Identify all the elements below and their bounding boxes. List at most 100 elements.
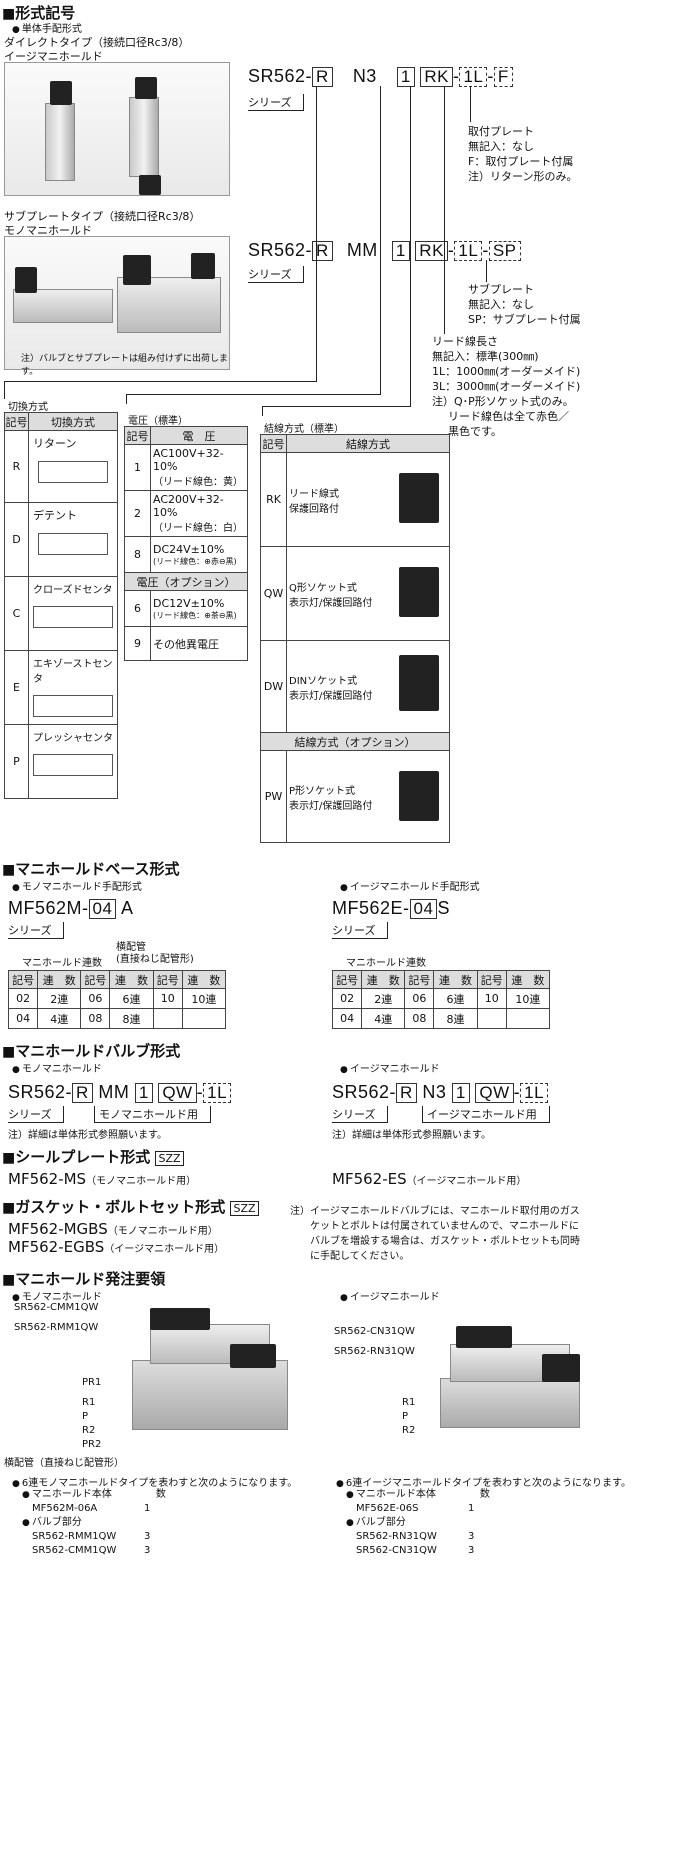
lead-line: リード線長さ — [432, 335, 498, 348]
port-label: P — [82, 1411, 89, 1422]
body-label: マニホールド本体 — [22, 1489, 112, 1500]
mono-base-code: MF562M-04 A — [8, 898, 133, 919]
mono-valve-label: モノマニホールド — [12, 1060, 102, 1075]
th: 連 数 — [37, 970, 82, 989]
code-base: SR562- — [248, 240, 313, 260]
code-mount: F — [493, 67, 513, 87]
td: 10 — [152, 988, 183, 1009]
direct-type-label: ダイレクトタイプ（接続口径Rc3/8） — [4, 36, 190, 49]
section-title-seal-plate: シールプレート形式 SZZ — [2, 1146, 184, 1167]
th: 記号 — [7, 970, 39, 989]
subplate-valve-photo: 注）バルブとサブプレートは組み付けずに出荷します。 — [4, 236, 230, 377]
body-code: MF562M-06A — [32, 1503, 98, 1514]
gasket-note-line: 注）イージマニホールドバルブには、マニホールド取付用のガス — [290, 1206, 580, 1217]
switch-code: R — [4, 430, 29, 503]
wiring-name: P形ソケット式 — [289, 785, 356, 797]
td: 08 — [404, 1008, 435, 1029]
wiring-name: リード線式 — [289, 488, 339, 500]
voltage-lead-color: （リード線色：白） — [153, 523, 243, 534]
td — [505, 1008, 551, 1029]
valve-code: SR562-RMM1QW — [32, 1531, 117, 1542]
easy-label-cn3: SR562-CN31QW — [334, 1326, 415, 1337]
seal-ms: MF562-MS（モノマニホールド用） — [8, 1170, 196, 1188]
voltage-code: 9 — [124, 626, 151, 661]
lead-line: 無記入：標準(300㎜) — [432, 350, 539, 363]
port-label: R2 — [82, 1425, 96, 1436]
mono-manifold-label: モノマニホールド手配形式 — [12, 878, 142, 893]
lead-length-notes: リード線長さ 無記入：標準(300㎜) 1L：1000㎜(オーダーメイド) 3L… — [432, 334, 580, 439]
code-count: 04 — [409, 899, 438, 919]
valve-qty: 3 — [144, 1531, 151, 1542]
valve-symbol — [33, 695, 113, 717]
valve-symbol — [33, 754, 113, 776]
seal-es-code: MF562-ES — [332, 1170, 407, 1188]
code-switch: R — [312, 67, 333, 87]
code-base: MF562M- — [8, 898, 89, 918]
code-voltage: 1 — [134, 1083, 153, 1103]
gasket-e-code: MF562-EGBS — [8, 1238, 105, 1256]
switch-code: C — [4, 576, 29, 651]
connector-photo — [399, 567, 439, 617]
body-code: MF562E-06S — [356, 1503, 419, 1514]
wiring-header-code: 記号 — [260, 434, 287, 453]
code-switch: R — [396, 1083, 417, 1103]
lead-line: 黒色です。 — [448, 425, 502, 438]
td: 8連 — [433, 1008, 478, 1029]
mount-line: 無記入：なし — [468, 140, 534, 153]
voltage-lead-color: （リード線色：黄） — [153, 477, 243, 488]
code-base: SR562- — [332, 1082, 397, 1102]
leader-line — [262, 406, 263, 416]
td — [476, 1008, 507, 1029]
valve-code: SR562-CMM1QW — [32, 1545, 117, 1556]
td: 4連 — [37, 1008, 82, 1029]
switch-name: リターン — [33, 437, 77, 450]
gasket-m-code: MF562-MGBS — [8, 1220, 108, 1238]
easy-valve-label: イージマニホールド — [340, 1060, 440, 1075]
voltage-code: 8 — [124, 536, 151, 573]
mono-valve-code: SR562-R MM 1 QW-1L — [8, 1082, 232, 1103]
td — [181, 1008, 227, 1029]
leader-line — [126, 394, 127, 404]
wiring-name: Q形ソケット式 — [289, 582, 357, 594]
lead-line: リード線色は全て赤色／ — [448, 410, 569, 423]
valve-part-label: バルブ部分 — [346, 1516, 490, 1530]
code-wiring: QW — [475, 1083, 514, 1103]
port-type-label: 横配管(直接ねじ配管形) — [116, 942, 194, 966]
switch-name: エキゾーストセンタ — [33, 659, 113, 685]
code-base: MF562E- — [332, 898, 410, 918]
td: 02 — [331, 988, 363, 1009]
wiring-header-name: 結線方式 — [286, 434, 450, 453]
wiring-option-header: 結線方式（オプション） — [260, 732, 450, 751]
qty-label: 数 — [479, 1489, 490, 1500]
photo-note: 注）バルブとサブプレートは組み付けずに出荷します。 — [21, 354, 229, 377]
section-title-gasket: ガスケット・ボルトセット形式 SZZ — [2, 1196, 259, 1217]
valve-qty: 3 — [468, 1531, 475, 1542]
mono-label-cmm: SR562-CMM1QW — [14, 1302, 99, 1313]
easy-manifold-drawing — [430, 1318, 590, 1448]
code-n3: N3 — [352, 66, 377, 86]
code-voltage: 1 — [391, 241, 410, 261]
code-lead: 1L — [454, 241, 483, 261]
wiring-name: DINソケット式 — [289, 675, 358, 687]
switch-header-name: 切換方式 — [28, 412, 118, 431]
code-mid: N3 — [422, 1082, 447, 1102]
td: 04 — [7, 1008, 39, 1029]
switch-code: P — [4, 724, 29, 799]
mono-valve-note: 注）詳細は単体形式参照願います。 — [8, 1130, 167, 1141]
code-suffix: S — [437, 898, 450, 918]
valve-symbol — [38, 533, 108, 555]
leader-line — [380, 86, 381, 394]
manifold-count-label: マニホールド連数 — [22, 958, 102, 969]
th: 連 数 — [505, 970, 551, 989]
section-title-manifold-base: マニホールドベース形式 — [2, 858, 179, 879]
easy-manifold-label: イージマニホールド手配形式 — [340, 878, 480, 893]
td: 06 — [404, 988, 435, 1009]
leader-line — [262, 406, 411, 407]
mount-line: 注）リターン形のみ。 — [468, 170, 578, 183]
td: 4連 — [361, 1008, 406, 1029]
